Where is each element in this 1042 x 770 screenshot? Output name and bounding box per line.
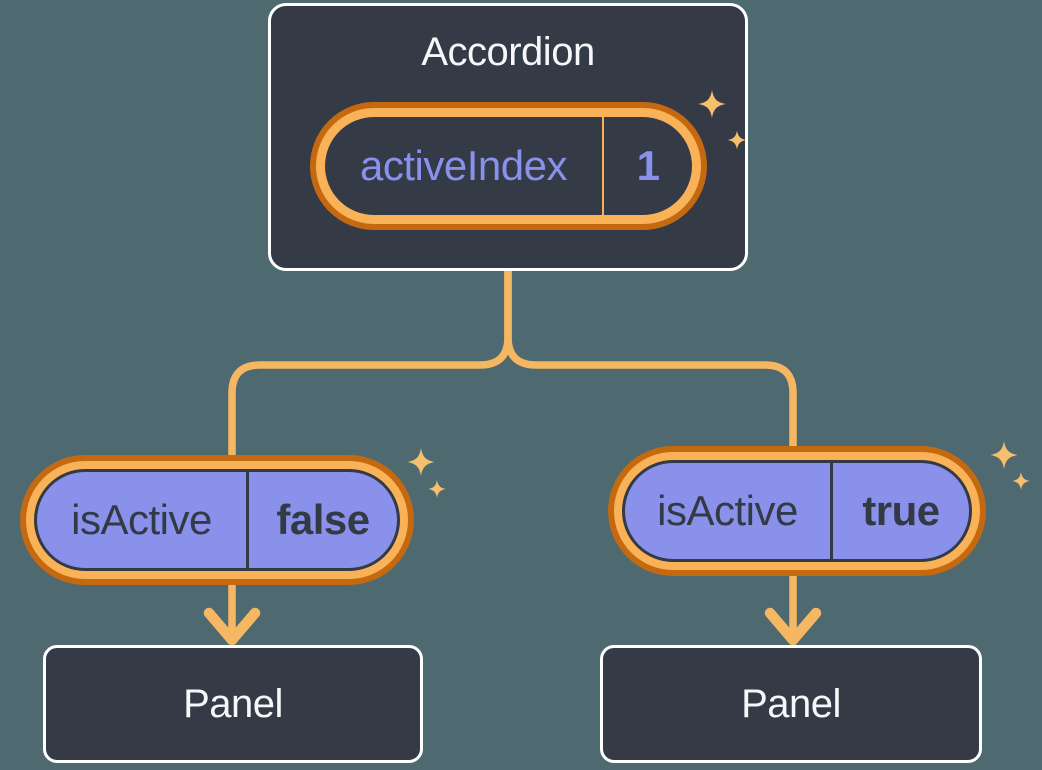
panel-label: Panel — [183, 681, 283, 726]
accordion-title: Accordion — [421, 30, 595, 74]
prop-pill-value: true — [862, 487, 940, 534]
state-pill-active-index: activeIndex 1 — [310, 102, 707, 230]
sparkle-icon — [990, 441, 1018, 469]
state-pill-value: 1 — [636, 142, 660, 189]
panel-label: Panel — [741, 681, 841, 726]
state-pill-label: activeIndex — [360, 142, 567, 189]
sparkle-icon — [1012, 472, 1030, 490]
accordion-component-box: Accordion activeIndex 1 — [268, 3, 748, 271]
state-pill-body: activeIndex 1 — [325, 117, 692, 215]
prop-pill-divider — [246, 472, 249, 568]
panel-box-left: Panel — [43, 645, 423, 763]
arrowhead-right-icon — [764, 607, 822, 646]
arrowhead-left-icon — [203, 607, 261, 646]
sparkle-icon — [428, 480, 446, 498]
prop-pill-body: isActive false — [34, 469, 400, 571]
prop-pill-value: false — [276, 496, 370, 543]
state-pill-divider — [602, 117, 604, 215]
prop-pill-is-active-right: isActive true — [608, 446, 986, 576]
prop-pill-label: isActive — [657, 487, 798, 534]
sparkle-icon — [407, 448, 435, 476]
prop-pill-divider — [830, 463, 833, 559]
prop-pill-body: isActive true — [622, 460, 972, 562]
prop-pill-is-active-left: isActive false — [20, 455, 414, 585]
prop-pill-label: isActive — [71, 496, 212, 543]
panel-box-right: Panel — [600, 645, 982, 763]
